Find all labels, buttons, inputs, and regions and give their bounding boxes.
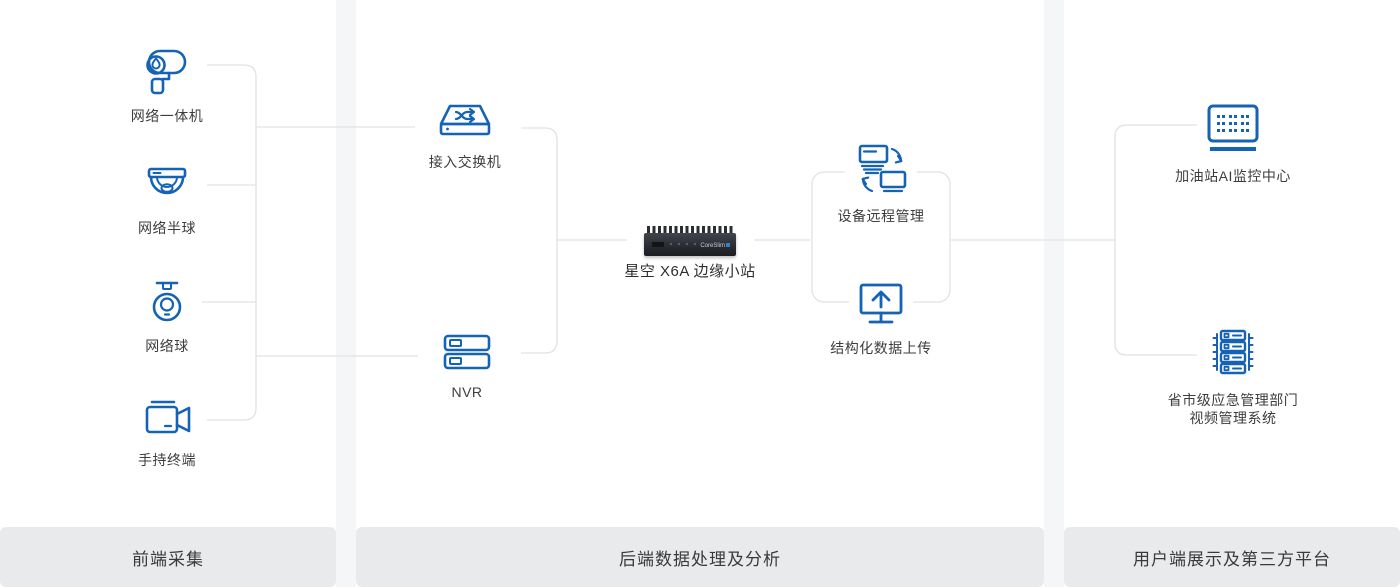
- client-node-gov-platform: 省市级应急管理部门视频管理系统: [1153, 326, 1313, 427]
- edge-device-leds: [670, 243, 696, 245]
- footer-client: 用户端展示及第三方平台: [1064, 527, 1400, 587]
- remote-management-icon: [845, 140, 917, 200]
- edge-device-port: [652, 242, 664, 247]
- frontend-node-ip-camera: 网络一体机: [97, 44, 237, 125]
- nvr-icon: [434, 330, 500, 376]
- node-label: NVR: [451, 384, 483, 400]
- handheld-camera-icon: [133, 396, 201, 444]
- monitoring-center-icon: [1199, 100, 1267, 160]
- node-label: 接入交换机: [428, 154, 502, 170]
- node-label: 省市级应急管理部门视频管理系统: [1167, 392, 1299, 426]
- frontend-node-handheld: 手持终端: [97, 396, 237, 469]
- backend-node-switch: 接入交换机: [395, 100, 535, 171]
- footer-backend: 后端数据处理及分析: [356, 527, 1044, 587]
- frontend-node-dome-camera: 网络半球: [97, 162, 237, 237]
- node-label: 网络球: [145, 338, 189, 354]
- backend-node-remote-management: 设备远程管理: [811, 140, 951, 225]
- data-upload-icon: [849, 278, 913, 332]
- node-label: 结构化数据上传: [830, 340, 932, 356]
- server-rack-icon: [1201, 326, 1265, 384]
- edge-device-brand: CoreSlim: [700, 243, 730, 249]
- node-label: 星空 X6A 边缘小站: [624, 263, 756, 280]
- client-node-monitor-center: 加油站AI监控中心: [1153, 100, 1313, 185]
- node-label: 设备远程管理: [837, 208, 925, 224]
- node-label: 加油站AI监控中心: [1175, 168, 1291, 184]
- dome-camera-icon: [131, 162, 203, 212]
- column-divider: [336, 0, 356, 587]
- node-label: 网络一体机: [130, 108, 204, 124]
- frontend-node-ptz-camera: 网络球: [97, 278, 237, 355]
- switch-icon: [426, 100, 504, 146]
- backend-node-edge-station: CoreSlim 星空 X6A 边缘小站: [620, 226, 760, 281]
- backend-node-nvr: NVR: [397, 330, 537, 401]
- footer-frontend: 前端采集: [0, 527, 336, 587]
- ptz-camera-icon: [136, 278, 198, 330]
- footer-label: 后端数据处理及分析: [619, 549, 781, 569]
- node-label: 手持终端: [138, 452, 196, 468]
- edge-device-photo: CoreSlim: [644, 226, 736, 256]
- footer-label: 用户端展示及第三方平台: [1133, 549, 1331, 569]
- column-divider: [1044, 0, 1064, 587]
- node-label: 网络半球: [138, 220, 196, 236]
- footer-label: 前端采集: [132, 549, 204, 569]
- edge-device-heatsink: [647, 226, 733, 235]
- backend-node-data-upload: 结构化数据上传: [811, 278, 951, 357]
- bullet-camera-icon: [131, 44, 203, 100]
